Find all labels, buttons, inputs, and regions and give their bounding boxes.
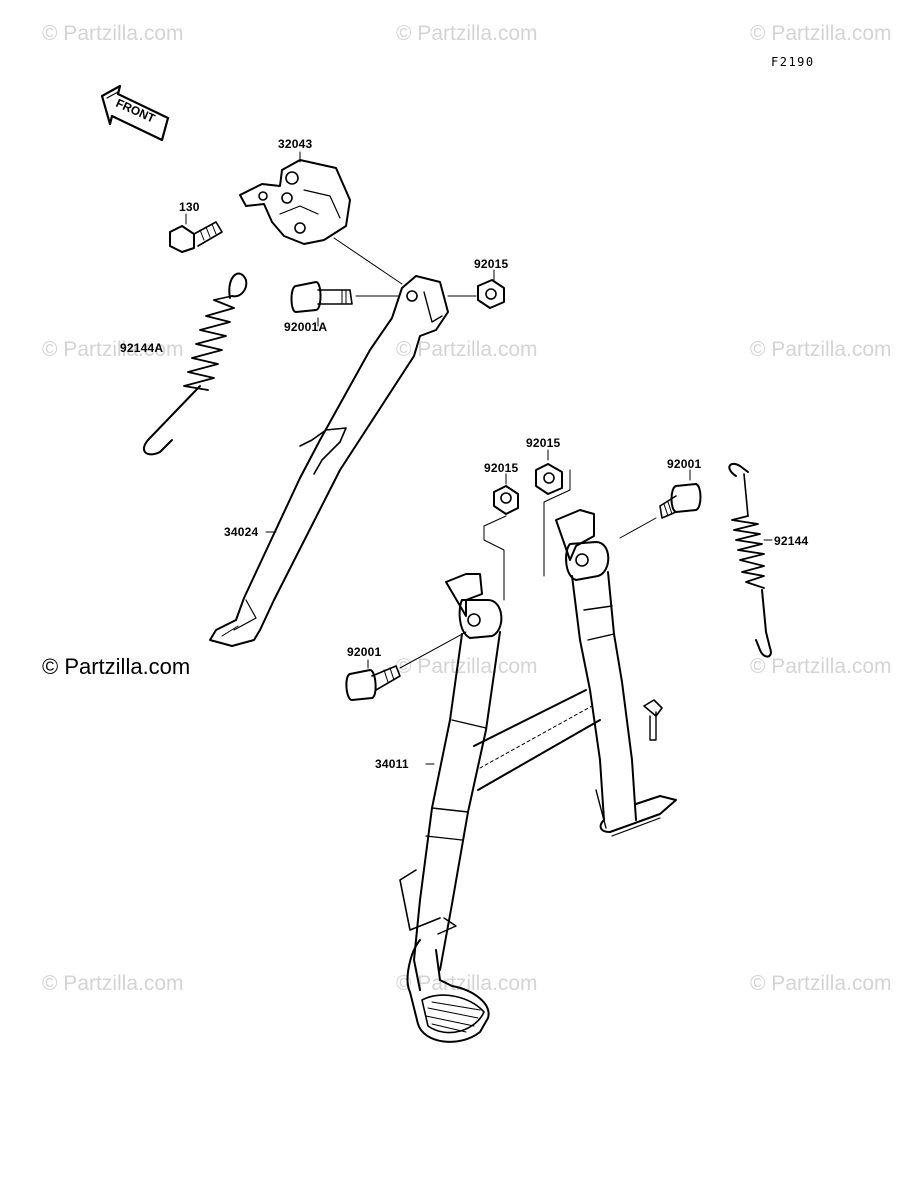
watermark: © Partzilla.com	[42, 22, 184, 45]
watermark: © Partzilla.com	[396, 338, 538, 361]
partzilla-watermark-main: © Partzilla.com	[42, 654, 191, 679]
part-label-32043: 32043	[278, 137, 313, 151]
part-label-92001: 92001	[667, 457, 702, 471]
watermark: © Partzilla.com	[396, 22, 538, 45]
pin-92001-part	[345, 665, 401, 701]
pin-92001A-part	[290, 281, 353, 313]
front-arrow-icon: FRONT	[100, 84, 170, 142]
part-label-130: 130	[179, 200, 200, 214]
watermark: © Partzilla.com	[42, 972, 184, 995]
watermark: © Partzilla.com	[750, 972, 892, 995]
part-label-34024: 34024	[224, 525, 259, 539]
part-label-92144A: 92144A	[120, 341, 164, 355]
center-stand-34011-part	[399, 509, 677, 1043]
watermark: © Partzilla.com	[750, 655, 892, 678]
watermark: © Partzilla.com	[396, 655, 538, 678]
spring-92144A-part	[142, 272, 248, 456]
nut-92015-part	[535, 463, 563, 495]
side-stand-34024-part	[209, 275, 449, 647]
part-label-92015: 92015	[526, 436, 561, 450]
nut-92015-part	[477, 279, 505, 309]
spring-92144-part	[728, 462, 772, 658]
watermark: © Partzilla.com	[396, 972, 538, 995]
bolt-130-part	[169, 221, 223, 253]
nut-92015-part	[493, 485, 519, 515]
part-label-92001: 92001	[347, 645, 382, 659]
front-arrow-label: FRONT	[114, 96, 158, 126]
pin-92001-part	[659, 483, 702, 519]
watermark: © Partzilla.com	[750, 338, 892, 361]
part-label-92001A: 92001A	[284, 320, 328, 334]
part-label-92015: 92015	[474, 257, 509, 271]
part-label-92144: 92144	[774, 534, 809, 548]
watermark: © Partzilla.com	[42, 338, 184, 361]
part-label-92015: 92015	[484, 461, 519, 475]
part-label-34011: 34011	[375, 757, 409, 771]
watermark: © Partzilla.com	[750, 22, 892, 45]
bracket-32043-part	[239, 159, 351, 245]
figure-code: F2190	[771, 55, 815, 69]
